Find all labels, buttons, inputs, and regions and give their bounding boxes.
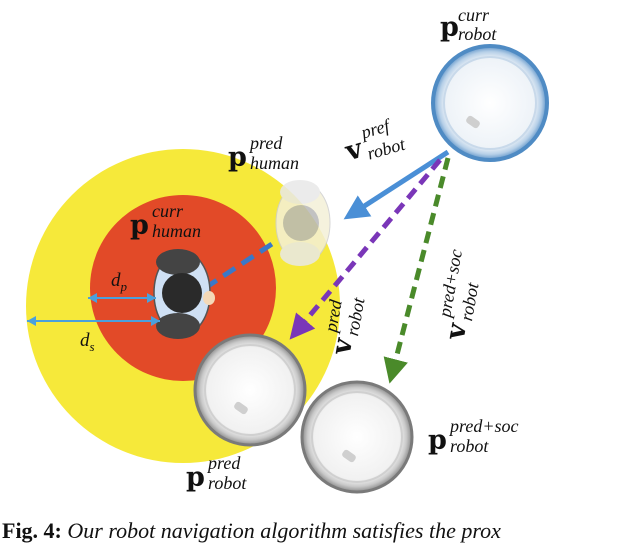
robot-current xyxy=(431,44,549,162)
figure-caption: Fig. 4: Our robot navigation algorithm s… xyxy=(2,518,640,544)
label-human-curr: p curr human xyxy=(130,201,201,241)
label-ds: ds xyxy=(80,330,95,354)
diagram-canvas xyxy=(26,44,549,494)
human-predicted xyxy=(275,180,331,266)
dim-arrow-ds xyxy=(27,316,160,326)
human-current xyxy=(153,249,215,339)
robot-predicted xyxy=(193,333,307,447)
label-dp: dp xyxy=(111,270,127,294)
label-robot-predsoc: p pred+soc robot xyxy=(428,416,519,456)
navigation-diagram: p curr robot p pred human p curr human v… xyxy=(26,5,549,494)
arrow-v-pref xyxy=(343,149,450,220)
arrow-v-predsoc xyxy=(383,157,451,384)
label-robot-pred: p pred robot xyxy=(186,453,247,493)
caption-text: Our robot navigation algorithm satisfies… xyxy=(67,518,501,543)
human-motion-link xyxy=(203,237,280,291)
robot-predicted-social xyxy=(300,380,414,494)
label-robot-curr: p curr robot xyxy=(440,5,497,44)
label-human-pred: p pred human xyxy=(228,133,299,173)
dim-arrow-dp xyxy=(88,293,156,303)
caption-fig-number: Fig. 4: xyxy=(2,518,62,543)
